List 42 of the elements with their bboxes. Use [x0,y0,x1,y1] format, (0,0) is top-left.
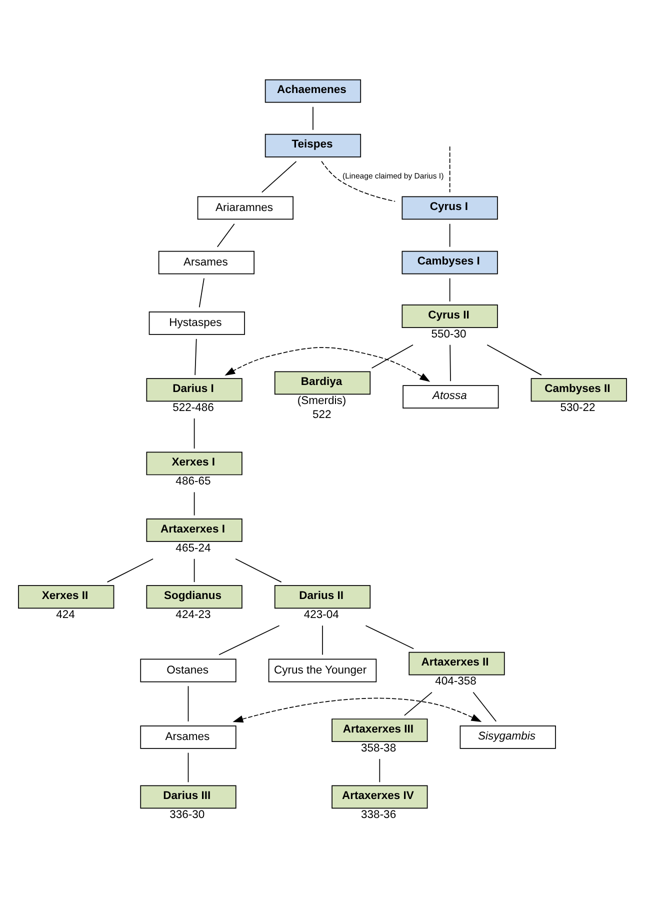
connector [450,344,451,382]
connector [472,691,497,722]
connector [194,338,197,375]
connector [365,624,414,649]
connector [198,277,204,308]
node-label: 404-358 [435,675,476,688]
connector [486,344,542,375]
node-label: 530-22 [560,402,596,414]
edge-label: (Lineage claimed by Darius I) [342,171,444,180]
node-label: 424 [56,608,75,621]
node-label: 358-38 [361,742,396,754]
node-label: 550-30 [431,328,466,340]
node-label: (Smerdis) [297,394,346,407]
connector [449,277,450,302]
connector [379,758,380,782]
connector [321,160,396,202]
connector [194,491,195,516]
node-label: 338-36 [361,808,396,821]
connector [322,624,323,655]
connector [194,558,195,582]
connector [194,418,195,448]
node-label: 336-30 [170,808,205,821]
node-label: 522 [312,408,332,420]
connector [188,752,189,782]
arrow [232,697,482,722]
node-label: 486-65 [176,475,211,488]
node-label: 424-23 [176,608,211,621]
connector [218,624,280,655]
connector [188,685,189,722]
connector [216,222,235,247]
connector [449,146,450,192]
connector [235,558,282,582]
connector [312,106,314,130]
connector [262,160,297,192]
connector [106,558,154,582]
node-label: 465-24 [176,542,211,554]
connector [404,691,432,716]
connector [449,222,450,247]
node-label: 522-486 [172,402,214,414]
node-label: 423-04 [304,608,339,621]
arrow [224,346,430,382]
connector [371,344,414,368]
